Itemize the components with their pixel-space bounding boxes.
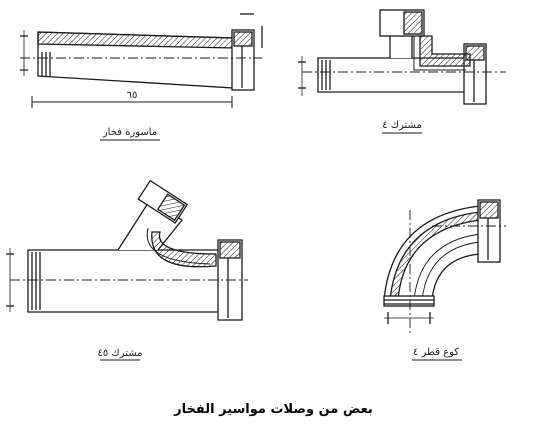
tee-junction-figure — [298, 9, 506, 105]
straight-pipe-figure — [20, 13, 263, 108]
straight-pipe-label: ماسورة فخار — [102, 127, 157, 138]
wye-junction-label: مشترك ٤٥ — [98, 348, 143, 359]
wye-junction-figure — [6, 179, 248, 321]
elbow-bend-label: كوع قطر ٤ — [413, 347, 459, 358]
tee-junction-label: مشترك ٤ — [382, 120, 422, 131]
elbow-bend-figure — [383, 199, 506, 336]
straight-pipe-length-dim: ٦٥ — [127, 90, 138, 101]
figure-caption: بعض من وصلات مواسير الفخار — [174, 402, 373, 417]
